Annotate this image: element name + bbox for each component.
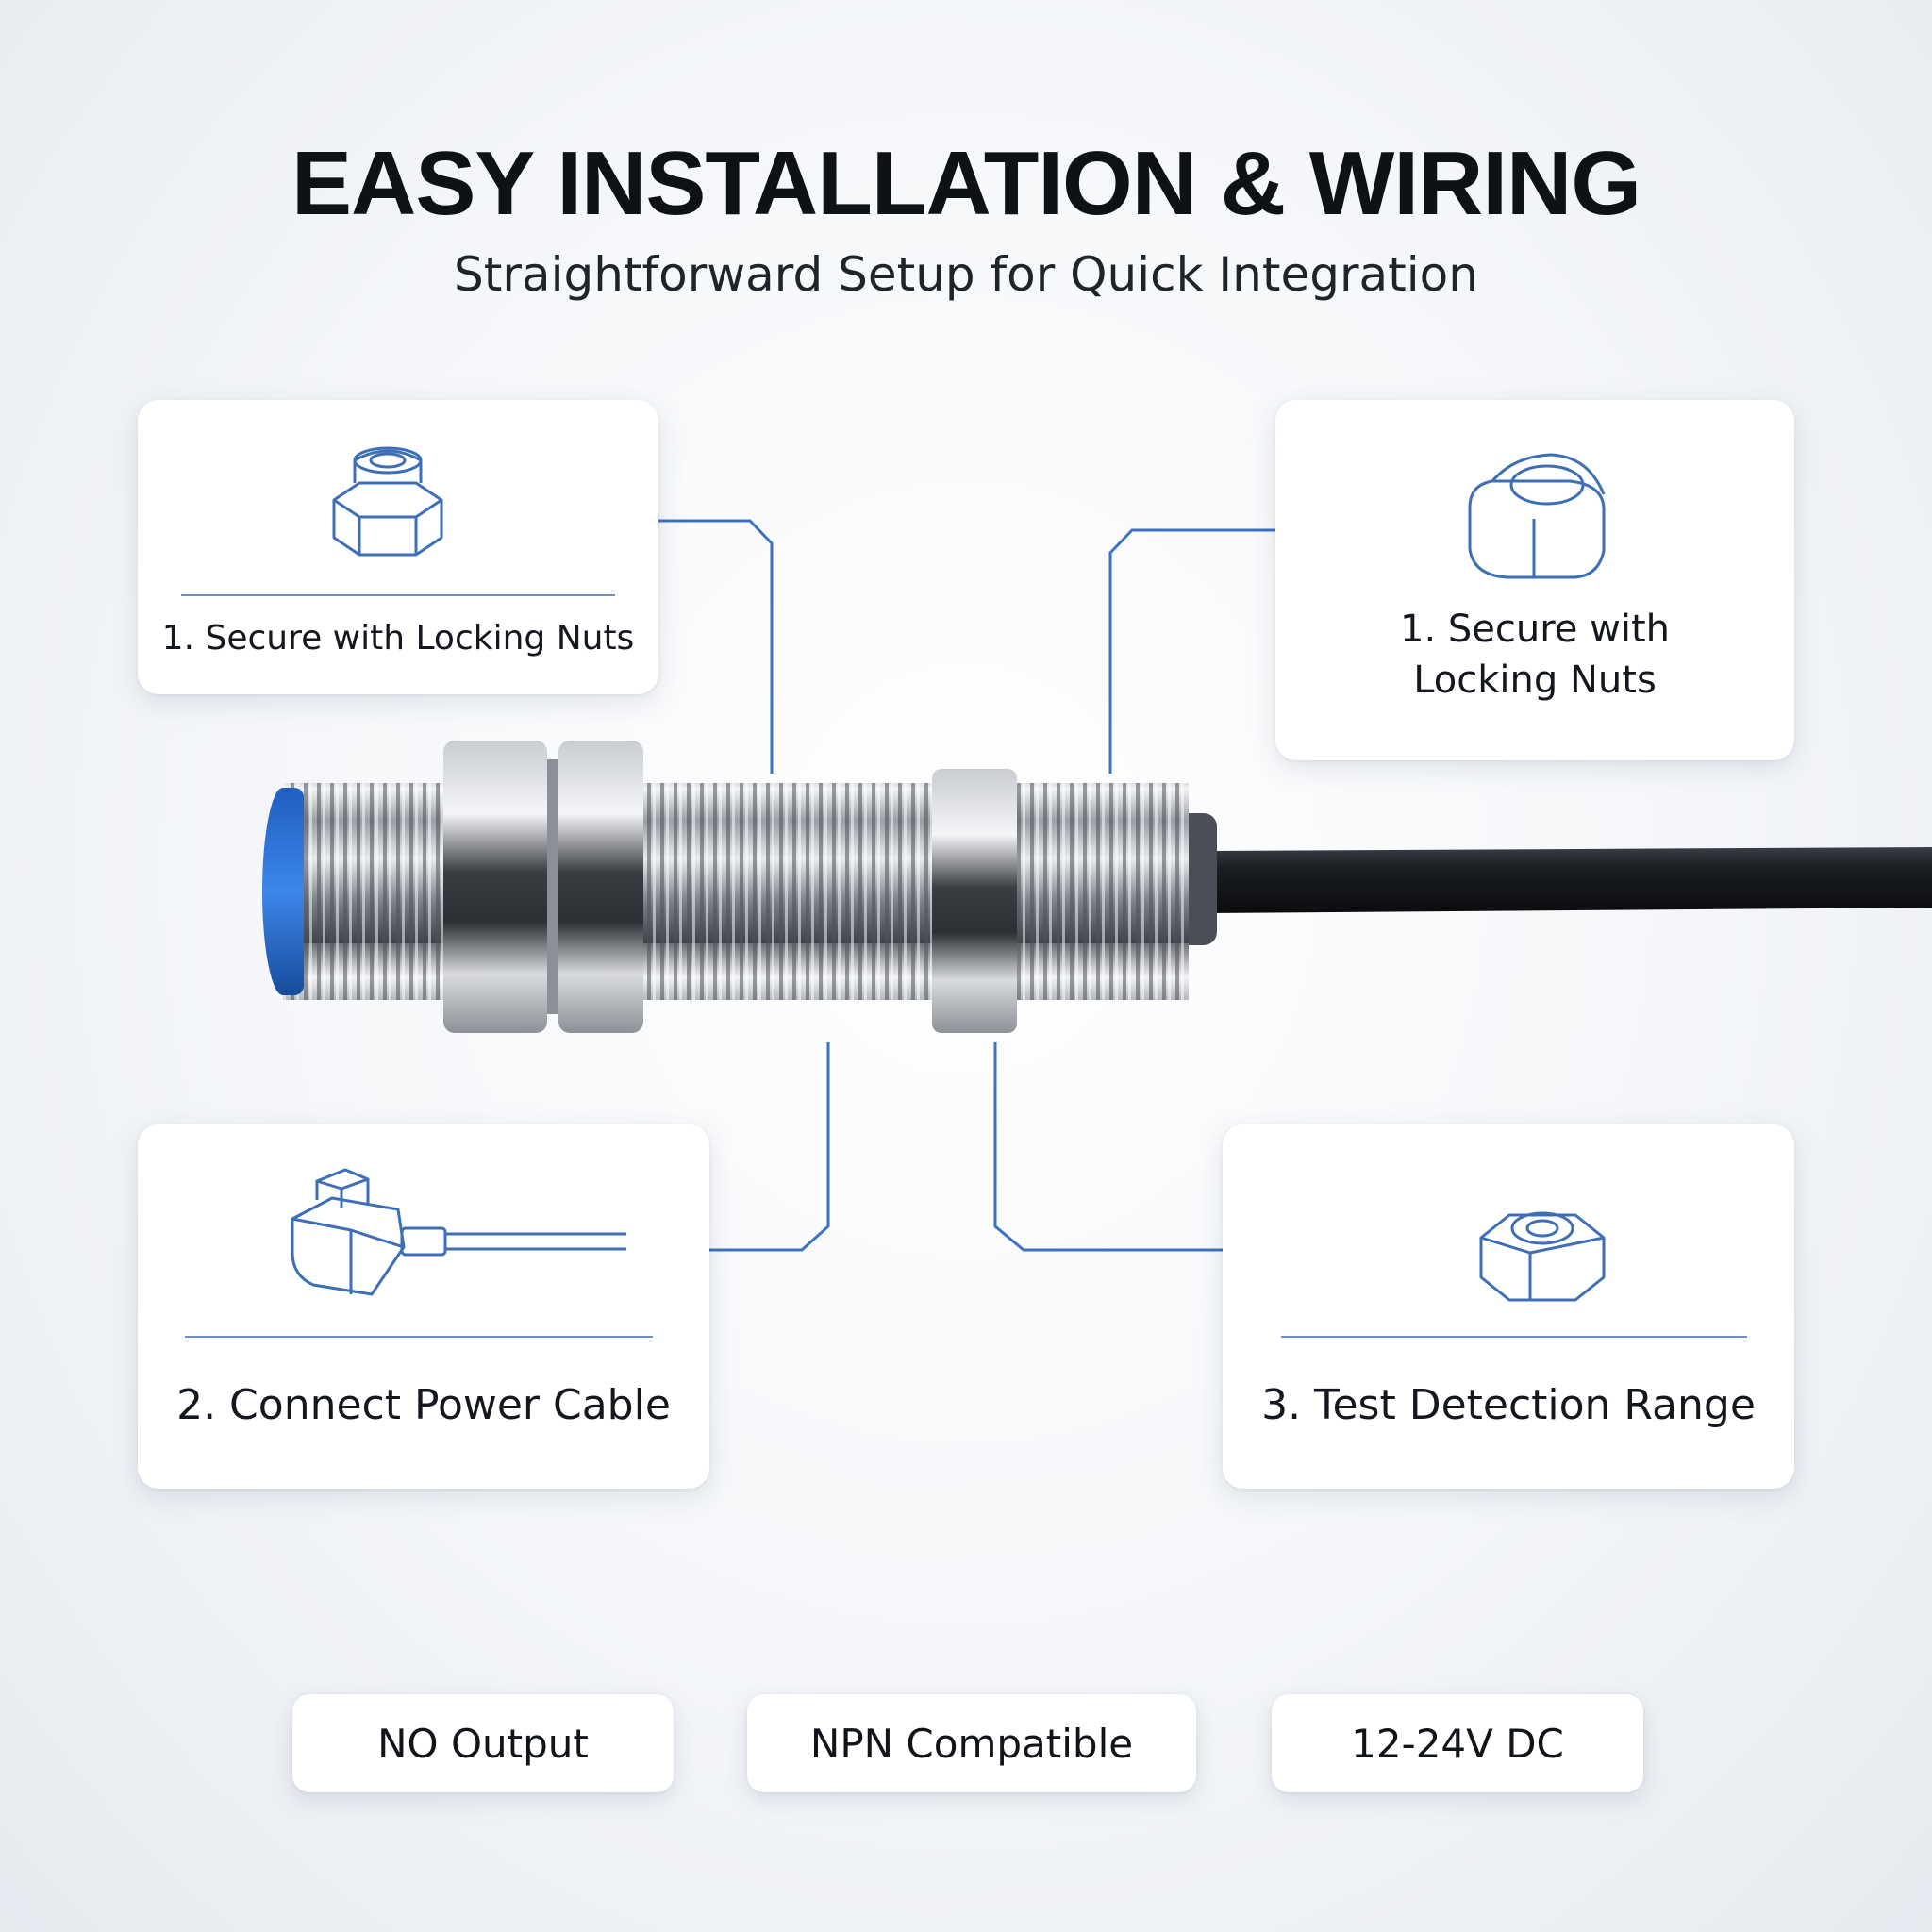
divider — [181, 594, 615, 596]
square-nut-icon — [1479, 1211, 1606, 1302]
divider — [1281, 1336, 1747, 1338]
square-nut-icon — [1468, 453, 1606, 579]
feature-badge-npn-compatible: NPN Compatible — [747, 1694, 1196, 1792]
feature-badge-voltage: 12-24V DC — [1272, 1694, 1643, 1792]
step-card-1: 1. Secure with Locking Nuts — [138, 400, 658, 694]
feature-badge-no-output: NO Output — [292, 1694, 674, 1792]
page-subtitle: Straightforward Setup for Quick Integrat… — [454, 247, 1478, 302]
step-card-3: 2. Connect Power Cable — [138, 1124, 709, 1489]
step-label: 1. Secure with Locking Nuts — [161, 619, 635, 658]
cable-connector-icon — [291, 1168, 626, 1296]
step-label: 1. Secure with Locking Nuts — [1400, 608, 1670, 702]
step-label: 2. Connect Power Cable — [176, 1381, 671, 1429]
hex-nut-icon — [332, 446, 443, 557]
step-card-2: 1. Secure with Locking Nuts — [1275, 400, 1794, 760]
step-card-4: 3. Test Detection Range — [1223, 1124, 1794, 1489]
step-label: 3. Test Detection Range — [1261, 1381, 1756, 1429]
page-title: EASY INSTALLATION & WIRING — [291, 133, 1641, 234]
divider — [185, 1336, 653, 1338]
